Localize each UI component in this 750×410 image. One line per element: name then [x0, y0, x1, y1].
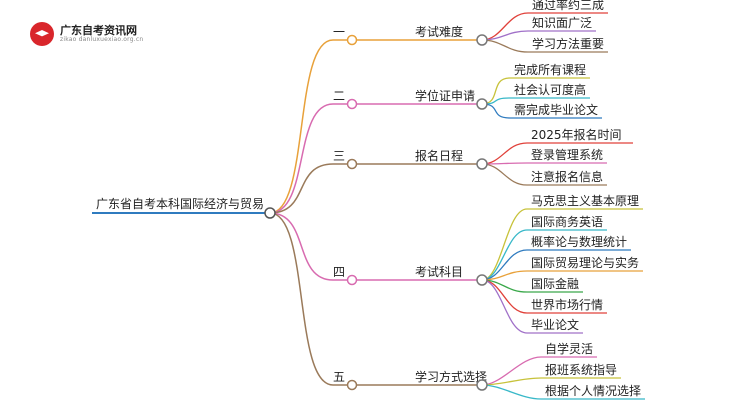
child-label: 报班系统指导 [545, 362, 617, 377]
branch-number-node [346, 98, 358, 110]
child-connector [481, 229, 528, 281]
child-connector [481, 39, 529, 53]
child-label: 自学灵活 [545, 341, 593, 356]
child-label: 国际贸易理论与实务 [531, 255, 639, 270]
child-connector [481, 384, 542, 400]
child-label: 登录管理系统 [531, 147, 603, 162]
branch-node [476, 379, 488, 391]
child-label: 通过率约三成 [532, 0, 604, 12]
branch-connector [269, 212, 334, 281]
child-label: 毕业论文 [531, 317, 579, 332]
branch-number-node [346, 34, 358, 46]
branch-number: 四 [333, 265, 345, 279]
branch-node [476, 274, 488, 286]
branch-label: 学习方式选择 [415, 369, 487, 384]
branch-label: 考试科目 [415, 264, 463, 279]
child-label: 世界市场行情 [531, 297, 603, 312]
logo-title: 广东自考资讯网 [60, 23, 137, 37]
child-label: 注意报名信息 [531, 169, 603, 184]
child-label: 马克思主义基本原理 [531, 194, 639, 208]
child-label: 知识面广泛 [532, 16, 592, 30]
child-label: 2025年报名时间 [531, 127, 622, 142]
child-label: 概率论与数理统计 [531, 234, 627, 249]
branch-label: 考试难度 [415, 24, 463, 39]
child-label: 学习方法重要 [532, 36, 604, 51]
branch-connector [269, 163, 334, 214]
branch-connector [269, 212, 334, 386]
child-connector [481, 208, 528, 281]
child-connector [481, 163, 528, 186]
branch-node [476, 34, 488, 46]
branch-label: 学位证申请 [415, 88, 475, 103]
child-label: 需完成毕业论文 [514, 102, 598, 117]
branch-number: 三 [333, 149, 345, 163]
branch-number: 一 [333, 25, 345, 39]
branch-number-node [346, 158, 358, 170]
branch-node [476, 98, 488, 110]
root-node [264, 207, 276, 219]
child-label: 完成所有课程 [514, 62, 586, 77]
child-label: 国际金融 [531, 276, 579, 291]
root-label: 广东省自考本科国际经济与贸易 [96, 196, 264, 211]
branch-number: 二 [333, 89, 345, 103]
branch-label: 报名日程 [415, 148, 463, 163]
branch-connector [269, 103, 334, 214]
child-label: 根据个人情况选择 [545, 384, 641, 398]
child-label: 社会认可度高 [514, 82, 586, 97]
logo-subtitle: zikao danluxuexiao.org.cn [60, 35, 144, 43]
branch-number-node [346, 274, 358, 286]
site-logo: 广东自考资讯网 zikao danluxuexiao.org.cn [30, 22, 143, 46]
branch-number: 五 [333, 370, 345, 384]
child-connector [481, 142, 528, 165]
branch-number-node [346, 379, 358, 391]
branch-connector [269, 39, 334, 214]
branch-node [476, 158, 488, 170]
child-connector [481, 279, 528, 334]
child-connector [481, 377, 542, 386]
graduation-cap-icon [30, 22, 54, 46]
child-label: 国际商务英语 [531, 214, 603, 229]
